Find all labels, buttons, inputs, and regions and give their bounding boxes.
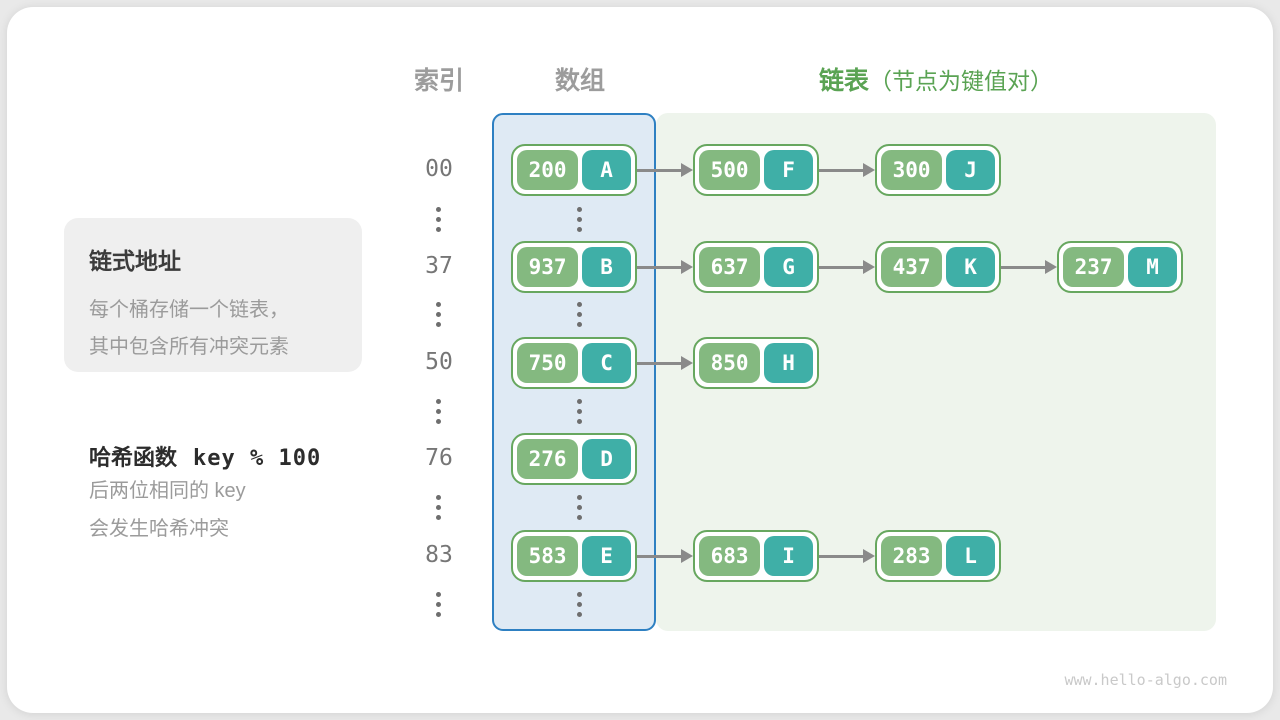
bucket-index-label: 37 [425, 253, 453, 279]
value-box: B [582, 247, 631, 287]
hash-function-label: 哈希函数 [89, 445, 178, 470]
hash-note-line-1: 后两位相同的 key [89, 480, 246, 502]
key-box: 937 [517, 247, 579, 287]
value-box: H [764, 343, 813, 383]
next-pointer-arrow-icon [637, 530, 693, 582]
hash-function-block: 哈希函数 key % 100 后两位相同的 key 会发生哈希冲突 [89, 440, 321, 548]
ellipsis-dots-icon [577, 302, 582, 327]
bucket-index-label: 50 [425, 349, 453, 375]
value-box: D [582, 439, 631, 479]
key-box: 637 [699, 247, 761, 287]
key-box: 683 [699, 536, 761, 576]
column-header-index: 索引 [413, 67, 464, 95]
key-box: 437 [881, 247, 943, 287]
key-box: 850 [699, 343, 761, 383]
ellipsis-dots-icon [436, 399, 441, 424]
next-pointer-arrow-icon [637, 241, 693, 293]
key-box: 300 [881, 150, 943, 190]
next-pointer-arrow-icon [819, 144, 875, 196]
value-box: L [946, 536, 995, 576]
value-box: K [946, 247, 995, 287]
key-box: 276 [517, 439, 579, 479]
column-header-linked-list: 链表（节点为键值对） [656, 61, 1216, 97]
next-pointer-arrow-icon [819, 530, 875, 582]
value-box: A [582, 150, 631, 190]
ellipsis-dots-icon [577, 207, 582, 232]
ellipsis-dots-icon [577, 495, 582, 520]
hash-function-heading: 哈希函数 key % 100 [89, 440, 321, 472]
key-box: 750 [517, 343, 579, 383]
ellipsis-dots-icon [577, 399, 582, 424]
chaining-info-box: 链式地址 每个桶存储一个链表， 其中包含所有冲突元素 [64, 218, 362, 372]
next-pointer-arrow-icon [819, 241, 875, 293]
next-pointer-arrow-icon [637, 144, 693, 196]
key-box: 583 [517, 536, 579, 576]
bucket-index-label: 83 [425, 542, 453, 568]
value-box: E [582, 536, 631, 576]
ellipsis-dots-icon [577, 592, 582, 617]
key-box: 500 [699, 150, 761, 190]
value-box: I [764, 536, 813, 576]
value-box: M [1128, 247, 1177, 287]
next-pointer-arrow-icon [637, 337, 693, 389]
info-box-line-1: 每个桶存储一个链表， [89, 299, 289, 321]
ellipsis-dots-icon [436, 592, 441, 617]
hash-function-formula: key % 100 [193, 446, 322, 471]
value-box: J [946, 150, 995, 190]
bucket-index-label: 76 [425, 445, 453, 471]
watermark: www.hello-algo.com [1064, 671, 1227, 689]
ellipsis-dots-icon [436, 302, 441, 327]
hash-note-line-2: 会发生哈希冲突 [89, 518, 229, 540]
linked-list-note: （节点为键值对） [869, 68, 1053, 94]
value-box: G [764, 247, 813, 287]
next-pointer-arrow-icon [1001, 241, 1057, 293]
key-box: 237 [1063, 247, 1125, 287]
column-header-array: 数组 [554, 67, 605, 95]
key-box: 200 [517, 150, 579, 190]
info-box-title: 链式地址 [89, 248, 181, 274]
value-box: F [764, 150, 813, 190]
info-box-line-2: 其中包含所有冲突元素 [89, 336, 289, 358]
ellipsis-dots-icon [436, 207, 441, 232]
linked-list-label: 链表 [818, 67, 869, 95]
key-box: 283 [881, 536, 943, 576]
ellipsis-dots-icon [436, 495, 441, 520]
value-box: C [582, 343, 631, 383]
bucket-index-label: 00 [425, 156, 453, 182]
